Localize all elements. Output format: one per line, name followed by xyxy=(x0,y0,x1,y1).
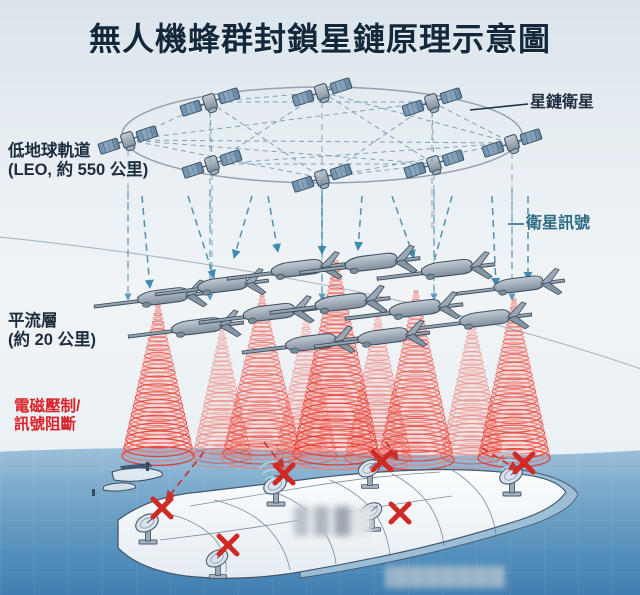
x-mark xyxy=(216,533,240,557)
label-stratosphere: 平流層 (約 20 公里) xyxy=(8,312,97,350)
drone xyxy=(450,267,566,297)
naval-vessels xyxy=(92,462,163,496)
satellite xyxy=(291,163,353,193)
signal-arrow xyxy=(141,195,154,289)
jamming-cone xyxy=(221,294,303,470)
strike-arrow xyxy=(263,441,285,469)
signal-arrow xyxy=(427,195,453,277)
drone xyxy=(344,291,464,321)
jamming-cones xyxy=(121,260,551,472)
x-mark xyxy=(272,462,296,486)
x-mark xyxy=(512,451,536,475)
ground-station-dish xyxy=(357,459,381,489)
jamming-cone xyxy=(121,304,195,466)
jamming-cone xyxy=(343,314,413,472)
drone-swarm xyxy=(93,244,566,355)
signal-arrow xyxy=(187,195,216,279)
starlink-satellites xyxy=(97,77,543,193)
drone xyxy=(269,284,391,315)
drone xyxy=(299,244,421,275)
satellite xyxy=(179,87,241,117)
satellite-callout-line xyxy=(469,103,529,111)
x-mark xyxy=(150,496,174,520)
satellite xyxy=(401,87,463,117)
signal-arrow xyxy=(354,195,364,251)
label-starlink-satellite: 星鏈衛星 xyxy=(530,94,595,111)
satellite xyxy=(97,125,159,155)
disabled-station-marks xyxy=(150,449,536,557)
drone xyxy=(376,251,496,281)
satellite xyxy=(291,77,353,107)
drone xyxy=(313,319,431,349)
signal-arrow xyxy=(231,195,253,259)
label-satellite-signal: 衛星訊號 xyxy=(526,215,591,232)
signal-arrow xyxy=(491,195,501,287)
sky-background xyxy=(0,0,640,470)
signal-arrow xyxy=(267,195,282,253)
blurred-watermark xyxy=(386,566,506,588)
strike-arrow xyxy=(165,451,205,501)
label-leo-orbit: 低地球軌道 (LEO, 約 550 公里) xyxy=(8,142,149,180)
satellite xyxy=(481,128,543,158)
page-title: 無人機蜂群封鎖星鏈原理示意圖 xyxy=(88,21,551,57)
satellite xyxy=(403,149,465,179)
satellite xyxy=(181,149,243,179)
strike-arrow xyxy=(385,441,399,461)
blurred-text-patch xyxy=(294,506,372,536)
jamming-strike-arrows xyxy=(165,441,519,501)
x-mark xyxy=(388,501,412,525)
label-jamming: 電磁壓制/ 訊號阻斷 xyxy=(14,398,81,434)
x-mark xyxy=(370,449,394,473)
